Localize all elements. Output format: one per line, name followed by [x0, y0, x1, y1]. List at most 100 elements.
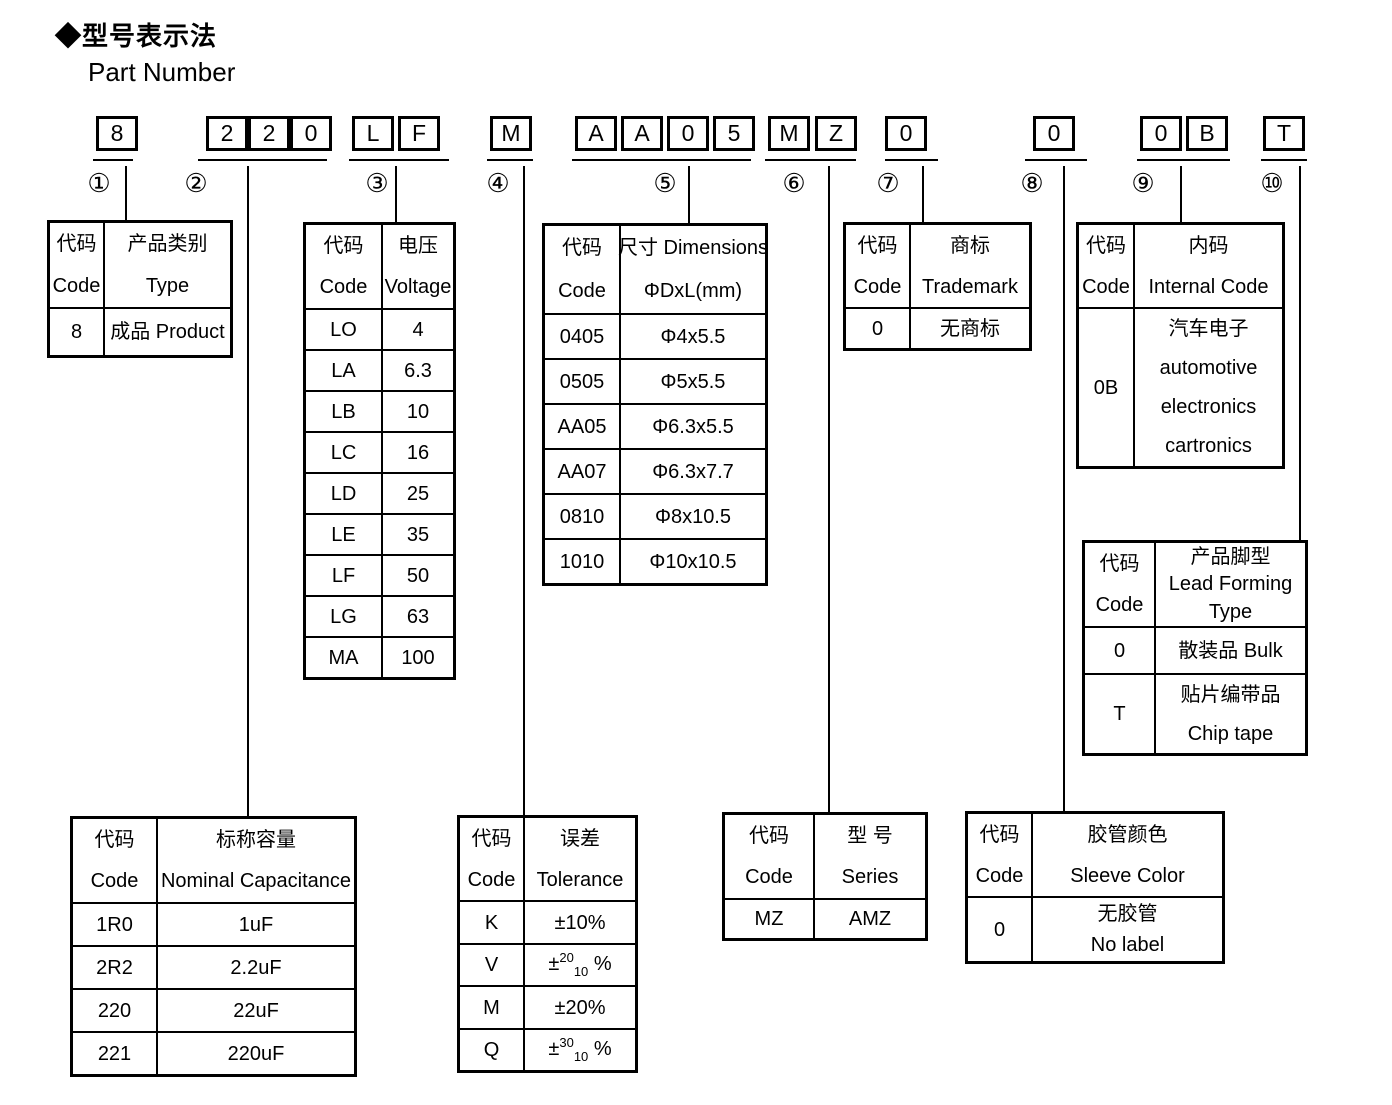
table-cell: ±2010 %: [523, 943, 635, 985]
group-underline: [885, 159, 938, 161]
group-index-6: ⑥: [782, 168, 806, 198]
part-number-box: M: [490, 116, 532, 151]
table-cell: LD: [306, 472, 381, 513]
group-index-4: ④: [486, 168, 510, 198]
part-number-box: B: [1186, 116, 1228, 151]
table-cell: 0B: [1079, 307, 1133, 466]
table-cell: Φ6.3x7.7: [619, 448, 765, 493]
table-row: K±10%: [460, 900, 635, 943]
table-cell: M: [460, 985, 523, 1028]
table-cell: 220: [73, 988, 156, 1031]
part-number-box: 0: [290, 116, 332, 151]
part-number-box: 0: [667, 116, 709, 151]
connector-line-5: [688, 166, 690, 223]
part-number-box: 0: [1033, 116, 1075, 151]
table-cell: 8: [50, 307, 103, 355]
table-cell: ±10%: [523, 900, 635, 943]
part-number-box: Z: [815, 116, 857, 151]
table-cell: K: [460, 900, 523, 943]
group-underline: [765, 159, 856, 161]
group-underline: [93, 159, 133, 161]
table-cell: 100: [381, 636, 453, 677]
group-index-2: ②: [184, 168, 208, 198]
group-index-5: ⑤: [653, 168, 677, 198]
table-cell: 4: [381, 308, 453, 349]
table-cell: 0: [968, 896, 1031, 961]
group-underline: [1025, 159, 1087, 161]
table-cell: Φ5x5.5: [619, 358, 765, 403]
group-index-9: ⑨: [1131, 168, 1155, 198]
connector-line-10: [1299, 166, 1301, 540]
table-cell: 0: [1085, 626, 1154, 673]
part-number-box: A: [575, 116, 617, 151]
group-index-3: ③: [365, 168, 389, 198]
connector-line-2: [247, 166, 249, 816]
table-cell: 221: [73, 1031, 156, 1074]
table-cell: 2R2: [73, 945, 156, 988]
table-row: M±20%: [460, 985, 635, 1028]
table-row: V±2010 %: [460, 943, 635, 985]
table-cell: 22uF: [156, 988, 354, 1031]
table-cell: LF: [306, 554, 381, 595]
table-cell: LE: [306, 513, 381, 554]
part-number-box: 0: [1140, 116, 1182, 151]
part-number-box: 2: [248, 116, 290, 151]
group-index-7: ⑦: [876, 168, 900, 198]
page-title: ◆型号表示法: [55, 21, 218, 51]
table-cell: LC: [306, 431, 381, 472]
group-index-1: ①: [87, 168, 111, 198]
group-underline: [572, 159, 751, 161]
connector-line-7: [922, 166, 924, 222]
group-index-8: ⑧: [1020, 168, 1044, 198]
table-cell: 35: [381, 513, 453, 554]
connector-line-1: [125, 166, 127, 220]
table-cell: LA: [306, 349, 381, 390]
part-number-box: F: [398, 116, 440, 151]
table-cell: 25: [381, 472, 453, 513]
